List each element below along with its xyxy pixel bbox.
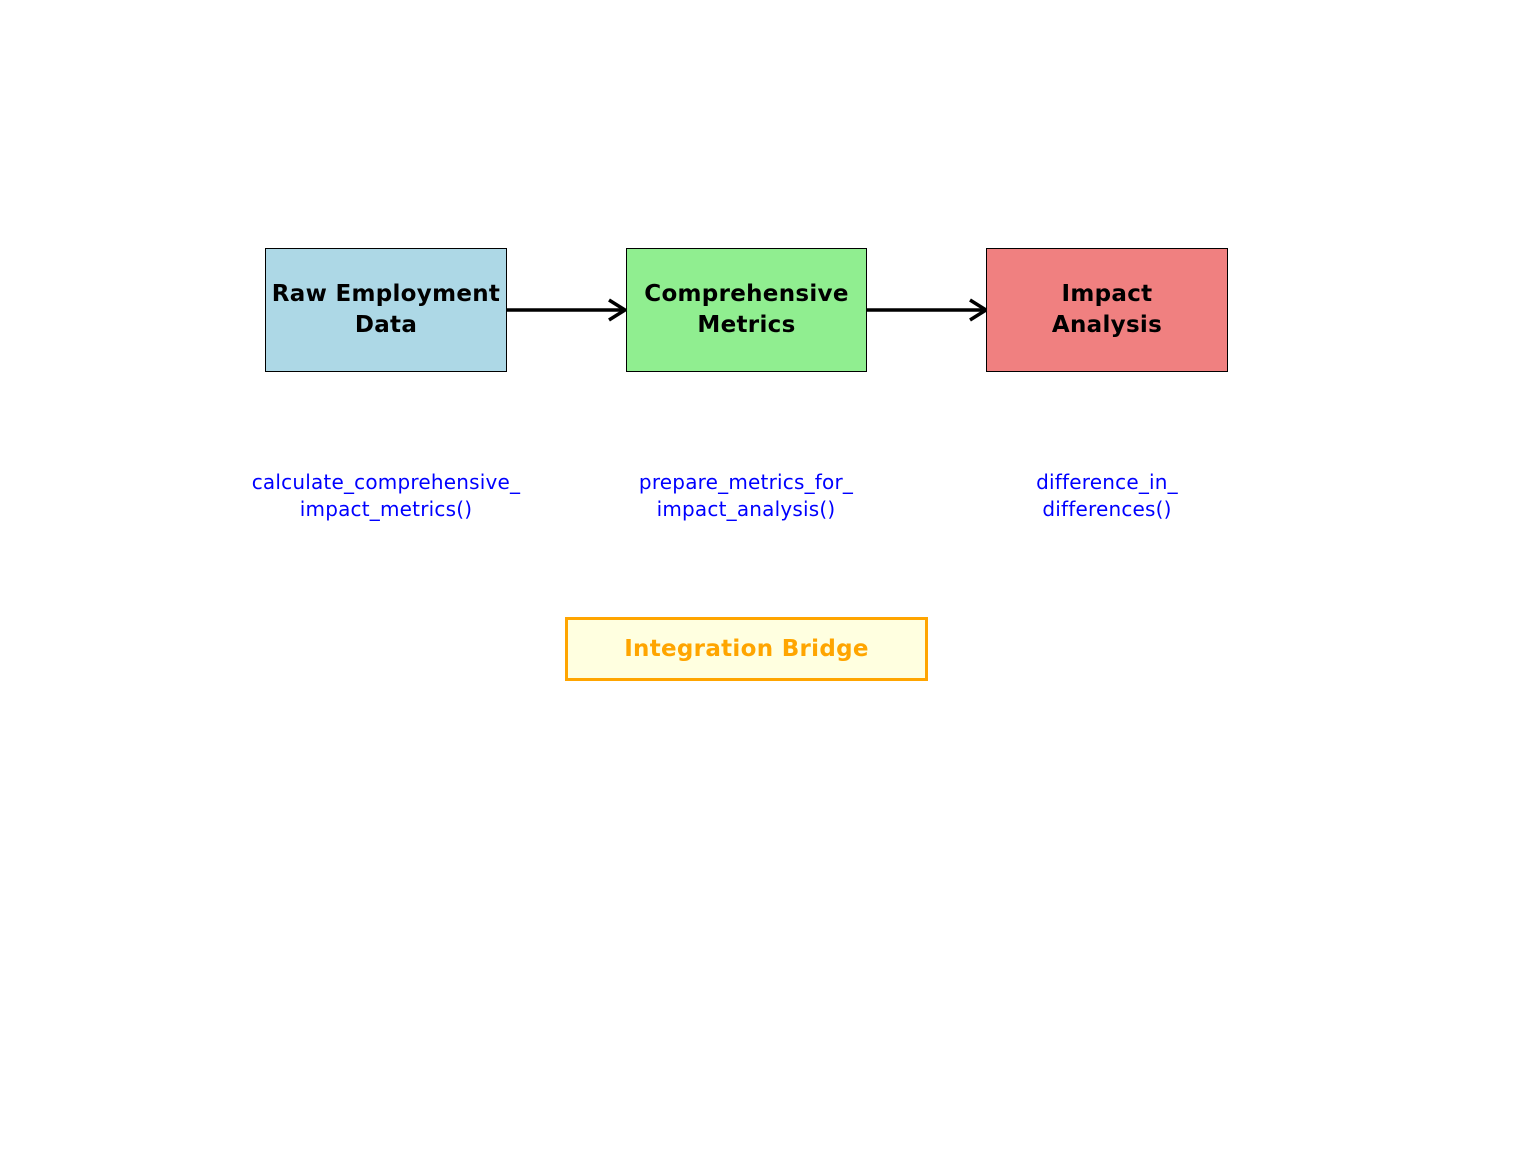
arrow-metrics-to-impact — [867, 298, 990, 322]
function-label-difference-in-differences: difference_in_ differences() — [1036, 470, 1178, 521]
impact-analysis-box: Impact Analysis — [986, 248, 1228, 372]
function-label-prepare-metrics: prepare_metrics_for_ impact_analysis() — [638, 470, 854, 521]
comprehensive-metrics-label: Comprehensive Metrics — [644, 281, 849, 338]
function-label-calculate-metrics: calculate_comprehensive_ impact_metrics(… — [251, 470, 521, 521]
integration-bridge-label: Integration Bridge — [624, 636, 869, 662]
comprehensive-metrics-box: Comprehensive Metrics — [626, 248, 867, 372]
raw-employment-data-box: Raw Employment Data — [265, 248, 507, 372]
raw-employment-data-label: Raw Employment Data — [271, 281, 501, 338]
arrow-raw-to-metrics — [507, 298, 629, 322]
integration-bridge-box: Integration Bridge — [565, 617, 928, 681]
impact-analysis-label: Impact Analysis — [1051, 281, 1163, 338]
